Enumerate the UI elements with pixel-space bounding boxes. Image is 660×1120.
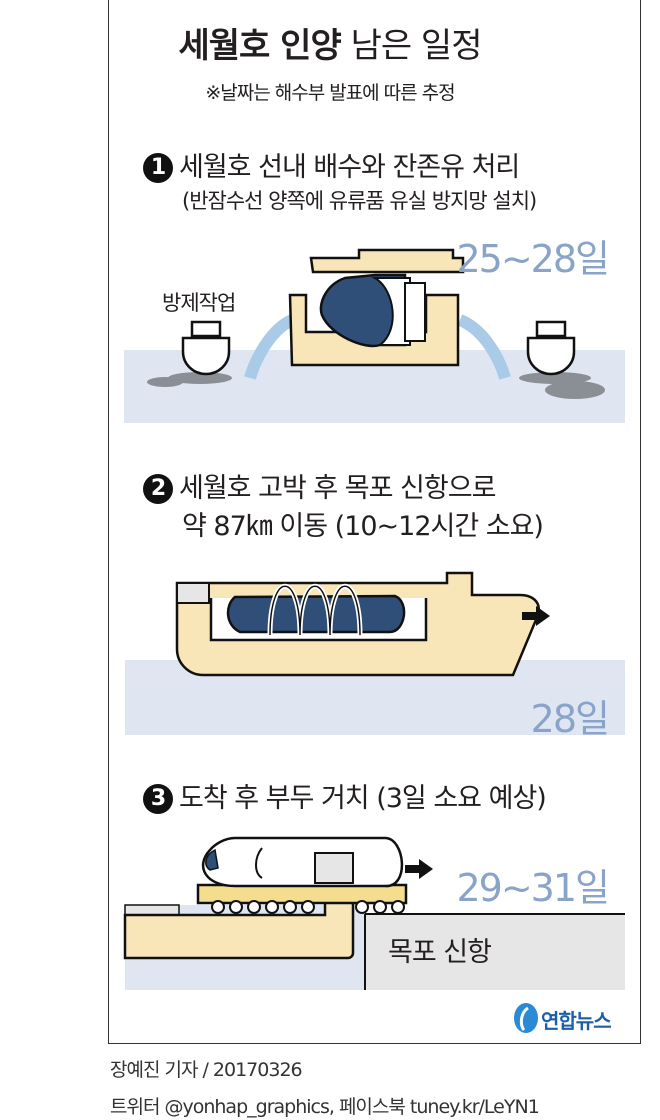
- infographic-frame: [108, 0, 641, 1044]
- step-number-badge: 1: [143, 153, 173, 183]
- step2-date: 28일: [530, 697, 610, 741]
- step3-illustration: [123, 836, 625, 990]
- step-number-badge: 2: [143, 474, 173, 504]
- step-number-badge: 3: [143, 784, 173, 814]
- step2-illustration: [125, 571, 625, 735]
- step1-note: (반잠수선 양쪽에 유류품 유실 방지망 설치): [182, 189, 537, 213]
- step2-heading-line2: 약 87㎞ 이동 (10~12시간 소요): [182, 511, 544, 542]
- arrow-right-icon: [522, 606, 550, 626]
- step1-illustration: [124, 248, 625, 423]
- footer-social: 트위터 @yonhap_graphics, 페이스북 tuney.kr/LeYN…: [110, 1096, 540, 1118]
- sewol-hull: [226, 594, 406, 634]
- mokpo-port-label: 목포 신항: [388, 937, 492, 968]
- oil-slick: [168, 372, 232, 384]
- step1-date: 25~28일: [456, 237, 610, 281]
- boat-left: [181, 336, 231, 376]
- cleanup-label: 방제작업: [162, 291, 236, 315]
- mokpo-port: [365, 914, 625, 990]
- transporter: [196, 883, 408, 905]
- step3-date: 29~31일: [456, 866, 610, 910]
- yonhap-logo: 연합뉴스: [541, 1009, 612, 1033]
- footer-credit: 장예진 기자 / 20170326: [110, 1059, 303, 1081]
- sewol-ship: [201, 836, 404, 888]
- page-title: 세월호 인양 남은 일정: [178, 26, 483, 66]
- water-discharge: [244, 314, 295, 380]
- boat-right: [526, 336, 576, 376]
- yonhap-logo-mark: [514, 1003, 538, 1033]
- arrow-right-icon: [405, 859, 433, 879]
- subtitle: ※날짜는 해수부 발표에 따른 추정: [205, 82, 455, 104]
